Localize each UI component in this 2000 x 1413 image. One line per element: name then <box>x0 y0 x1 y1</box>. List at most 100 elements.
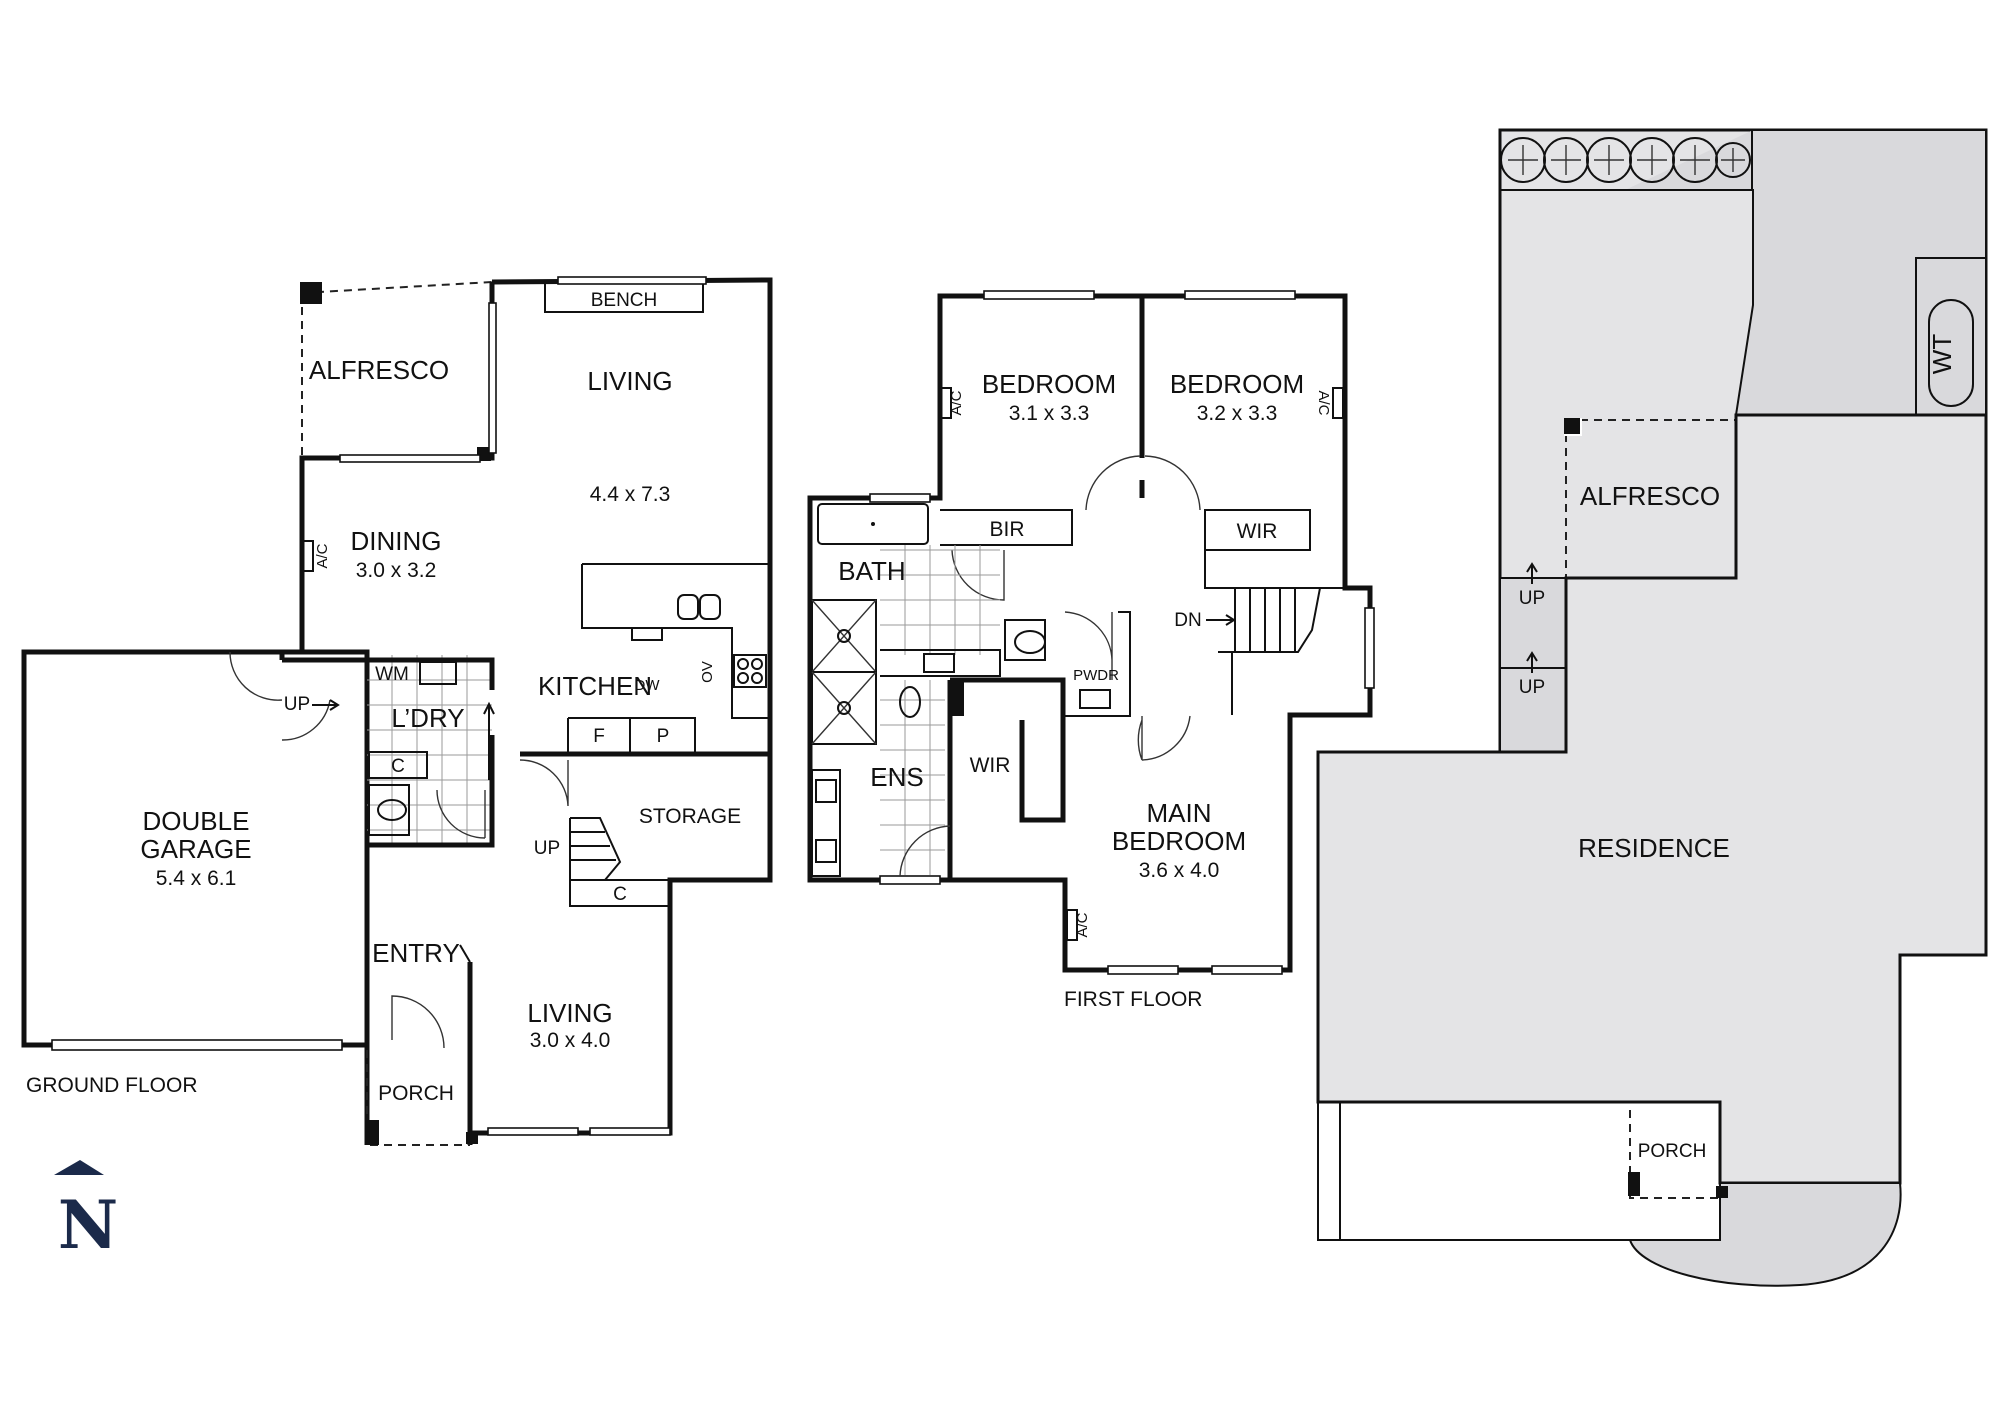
cupboard-storage <box>569 879 671 907</box>
bir-wir <box>940 509 1311 551</box>
porch-post <box>365 1120 379 1145</box>
porch-outline <box>366 1050 470 1146</box>
site-up-2 <box>1499 667 1567 753</box>
laundry-toilet-box <box>368 784 410 836</box>
cooktop <box>733 654 767 688</box>
toilet-icon <box>377 799 407 821</box>
ens-column <box>952 680 964 716</box>
site-up-1-label: UP <box>1519 588 1545 609</box>
site-plan: WT ALFRESCO UP UP RESIDENCE PORCH <box>1316 128 1988 1287</box>
front-yard <box>1317 1102 1721 1241</box>
main-bedroom-label-2: BEDROOM <box>1112 826 1246 856</box>
bedroom-2-size: 3.2 x 3.3 <box>1197 402 1278 425</box>
bathtub <box>817 503 929 545</box>
pwdr-wall <box>1063 611 1131 717</box>
porch-post-2 <box>466 1132 478 1144</box>
site-alfresco-outline <box>1565 419 1736 578</box>
site-porch-post <box>1628 1172 1640 1196</box>
sink-right <box>699 594 721 620</box>
bedroom-2-label: BEDROOM <box>1170 369 1304 399</box>
bed2-door <box>1144 455 1201 511</box>
cupboard-storage-label: C <box>613 884 627 905</box>
ov-label: OV <box>699 661 716 683</box>
pantry-label: P <box>657 726 670 747</box>
ac-label-dining: A/C <box>314 543 331 568</box>
front-path <box>1628 1182 1902 1287</box>
storage-door <box>519 759 569 807</box>
porch-label: PORCH <box>378 1082 454 1105</box>
dining-label: DINING <box>351 526 442 556</box>
window-front-1 <box>487 1127 579 1136</box>
garage-label-2: GARAGE <box>140 834 251 864</box>
garage-label-1: DOUBLE <box>143 806 250 836</box>
kitchen-island <box>581 563 770 719</box>
ground-floor-title: GROUND FLOOR <box>26 1074 198 1097</box>
wir-hall-label: WIR <box>1237 520 1278 543</box>
ac-label-main: A/C <box>1074 912 1091 937</box>
alfresco-label: ALFRESCO <box>309 355 449 385</box>
ac-unit-main <box>1066 909 1078 941</box>
window-bed2 <box>1184 290 1296 300</box>
pwdr-basin <box>1079 689 1111 709</box>
laundry-cupboard <box>368 751 428 779</box>
wt-label: WT <box>1927 334 1957 375</box>
ac-label-bed2: A/C <box>1315 390 1332 415</box>
bedroom-1-label: BEDROOM <box>982 369 1116 399</box>
dn-arrow <box>1206 614 1236 626</box>
fridge-pantry <box>567 717 696 752</box>
pwdr-door <box>1064 611 1113 680</box>
site-alfresco-label: ALFRESCO <box>1580 481 1720 511</box>
basin <box>923 653 955 673</box>
ens-basin-1 <box>815 779 837 803</box>
garage-door-swing <box>229 651 331 741</box>
ens-basin-2 <box>815 839 837 863</box>
window-main-1 <box>1107 965 1179 975</box>
ac-label-bed1: A/C <box>948 390 965 415</box>
window-main-2 <box>1211 965 1283 975</box>
tree-icons <box>1500 137 1751 183</box>
entry-door <box>391 995 445 1049</box>
window-stair <box>1364 607 1375 689</box>
bir-label: BIR <box>989 518 1024 541</box>
dishwasher <box>631 627 663 641</box>
laundry-tiles <box>367 655 492 845</box>
window-living-side <box>488 302 497 454</box>
window-ens <box>879 875 941 885</box>
living-main-label: LIVING <box>587 366 672 396</box>
vanity <box>880 649 1001 677</box>
north-letter: N <box>58 1186 118 1264</box>
up-label-garage: UP <box>284 694 310 715</box>
north-arrow: N <box>54 1160 118 1264</box>
bench-label: BENCH <box>591 290 658 311</box>
living-main-size: 4.4 x 7.3 <box>590 483 671 506</box>
living-front-label: LIVING <box>527 998 612 1028</box>
shower-drain-icon <box>837 629 851 643</box>
bath-tiles <box>880 545 1000 655</box>
alfresco-post <box>300 282 322 304</box>
dining-size: 3.0 x 3.2 <box>356 559 437 582</box>
main-bed-door <box>1137 715 1191 761</box>
dn-label: DN <box>1174 610 1201 631</box>
north-arrow-icon <box>54 1160 104 1175</box>
up-arrow-garage <box>312 699 340 711</box>
residence-label: RESIDENCE <box>1578 833 1730 863</box>
window-alfresco <box>339 454 481 463</box>
main-bedroom-size: 3.6 x 4.0 <box>1139 859 1220 882</box>
ens-tiles <box>880 680 945 875</box>
laundry-arrow <box>483 701 495 780</box>
site-alfresco-post <box>1564 418 1580 434</box>
sink-left <box>677 594 699 620</box>
garage-door <box>51 1039 343 1051</box>
laundry-label: L’DRY <box>391 703 464 733</box>
pwdr-toilet-icon <box>1014 630 1046 654</box>
shower-drain-icon-2 <box>837 701 851 715</box>
laundry-walls <box>282 657 495 848</box>
window-bath <box>869 493 931 503</box>
stair-front <box>569 817 622 881</box>
site-porch-outline <box>1629 1110 1720 1199</box>
bed1-door <box>1085 455 1141 511</box>
ground-floor: BENCH DW OV F P UP C WM <box>21 276 773 1146</box>
ac-unit-bed2 <box>1332 387 1344 419</box>
shower-2 <box>811 671 877 745</box>
